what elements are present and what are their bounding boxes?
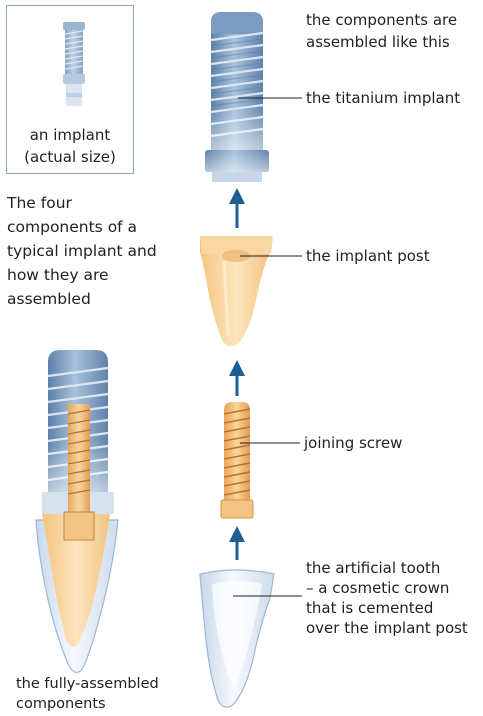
label-titanium-implant: the titanium implant — [306, 88, 460, 109]
label-joining-screw: joining screw — [304, 433, 402, 454]
intro-line: The four — [7, 191, 157, 215]
assembled-caption-line: the fully-assembled — [16, 674, 159, 694]
implant-post-graphic — [200, 236, 273, 346]
intro-line: typical implant and — [7, 239, 157, 263]
artificial-tooth-line: the artificial tooth — [306, 558, 468, 578]
intro-line: assembled — [7, 287, 157, 311]
titanium-implant-graphic — [205, 12, 269, 182]
label-implant-post: the implant post — [306, 246, 430, 267]
intro-line: how they are — [7, 263, 157, 287]
label-artificial-tooth: the artificial tooth – a cosmetic crown … — [306, 558, 468, 638]
arrow-up-3 — [229, 526, 245, 560]
intro-line: components of a — [7, 215, 157, 239]
arrow-up-1 — [229, 188, 245, 228]
assembled-implant-graphic — [36, 350, 118, 673]
actual-size-line-2: (actual size) — [7, 146, 133, 168]
intro-text: The four components of a typical implant… — [7, 191, 157, 311]
top-note-line: assembled like this — [306, 31, 457, 53]
top-note-line: the components are — [306, 9, 457, 31]
actual-size-line-1: an implant — [7, 124, 133, 146]
assembled-caption: the fully-assembled components — [16, 674, 159, 714]
top-note: the components are assembled like this — [306, 9, 457, 53]
artificial-tooth-line: that is cemented — [306, 598, 468, 618]
actual-size-caption: an implant (actual size) — [7, 124, 133, 168]
artificial-tooth-line: – a cosmetic crown — [306, 578, 468, 598]
artificial-tooth-line: over the implant post — [306, 618, 468, 638]
assembled-caption-line: components — [16, 694, 159, 714]
crown-graphic — [200, 570, 274, 707]
actual-size-box: an implant (actual size) — [6, 5, 134, 174]
arrow-up-2 — [229, 360, 245, 396]
joining-screw-graphic — [221, 402, 253, 518]
